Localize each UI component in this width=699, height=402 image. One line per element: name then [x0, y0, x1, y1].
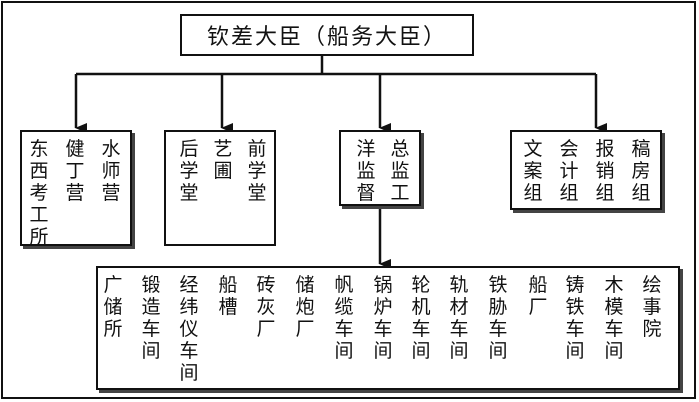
box-supervisors: 总监工 洋监督 [339, 130, 421, 206]
box-offices-col-4: 文案组 [523, 138, 543, 204]
top-box: 钦差大臣（船务大臣） [180, 14, 474, 56]
workshop-col-14: 木模车间 [604, 274, 624, 362]
workshop-col-2: 锻造车间 [141, 274, 161, 362]
box-supervisors-col-1: 总监工 [390, 138, 410, 204]
box-barracks-col-1: 水师营 [101, 138, 121, 204]
box-barracks-col-3: 东西考工所 [29, 138, 49, 248]
workshop-col-8: 锅炉车间 [373, 274, 393, 362]
workshop-col-1: 广储所 [103, 274, 123, 340]
box-schools-col-3: 后学堂 [179, 138, 199, 204]
workshop-col-10: 轨材车间 [449, 274, 469, 362]
box-schools-col-2: 艺圃 [213, 138, 233, 182]
box-offices-col-1: 稿房组 [631, 138, 651, 204]
box-offices: 稿房组 报销组 会计组 文案组 [510, 130, 662, 210]
workshop-col-4: 船槽 [218, 274, 238, 318]
box-barracks: 水师营 健丁营 东西考工所 [20, 130, 132, 248]
box-workshops: 广储所 锻造车间 经纬仪车间 船槽 砖灰厂 储炮厂 帆缆车间 锅炉车间 轮机车间… [96, 266, 680, 390]
workshop-col-5: 砖灰厂 [256, 274, 276, 340]
workshop-col-7: 帆缆车间 [334, 274, 354, 362]
box-barracks-col-2: 健丁营 [65, 138, 85, 204]
workshop-col-13: 铸铁车间 [565, 274, 585, 362]
workshop-col-12: 船厂 [528, 274, 548, 318]
box-offices-col-2: 报销组 [595, 138, 615, 204]
box-offices-col-3: 会计组 [559, 138, 579, 204]
workshop-col-15: 绘事院 [642, 274, 662, 340]
box-supervisors-col-2: 洋监督 [356, 138, 376, 204]
workshop-col-3: 经纬仪车间 [179, 274, 199, 384]
top-box-label: 钦差大臣（船务大臣） [206, 25, 447, 50]
workshop-col-6: 储炮厂 [295, 274, 315, 340]
box-schools-col-1: 前学堂 [247, 138, 267, 204]
box-schools: 前学堂 艺圃 后学堂 [164, 130, 276, 246]
workshop-col-11: 铁胁车间 [488, 274, 508, 362]
workshop-col-9: 轮机车间 [411, 274, 431, 362]
